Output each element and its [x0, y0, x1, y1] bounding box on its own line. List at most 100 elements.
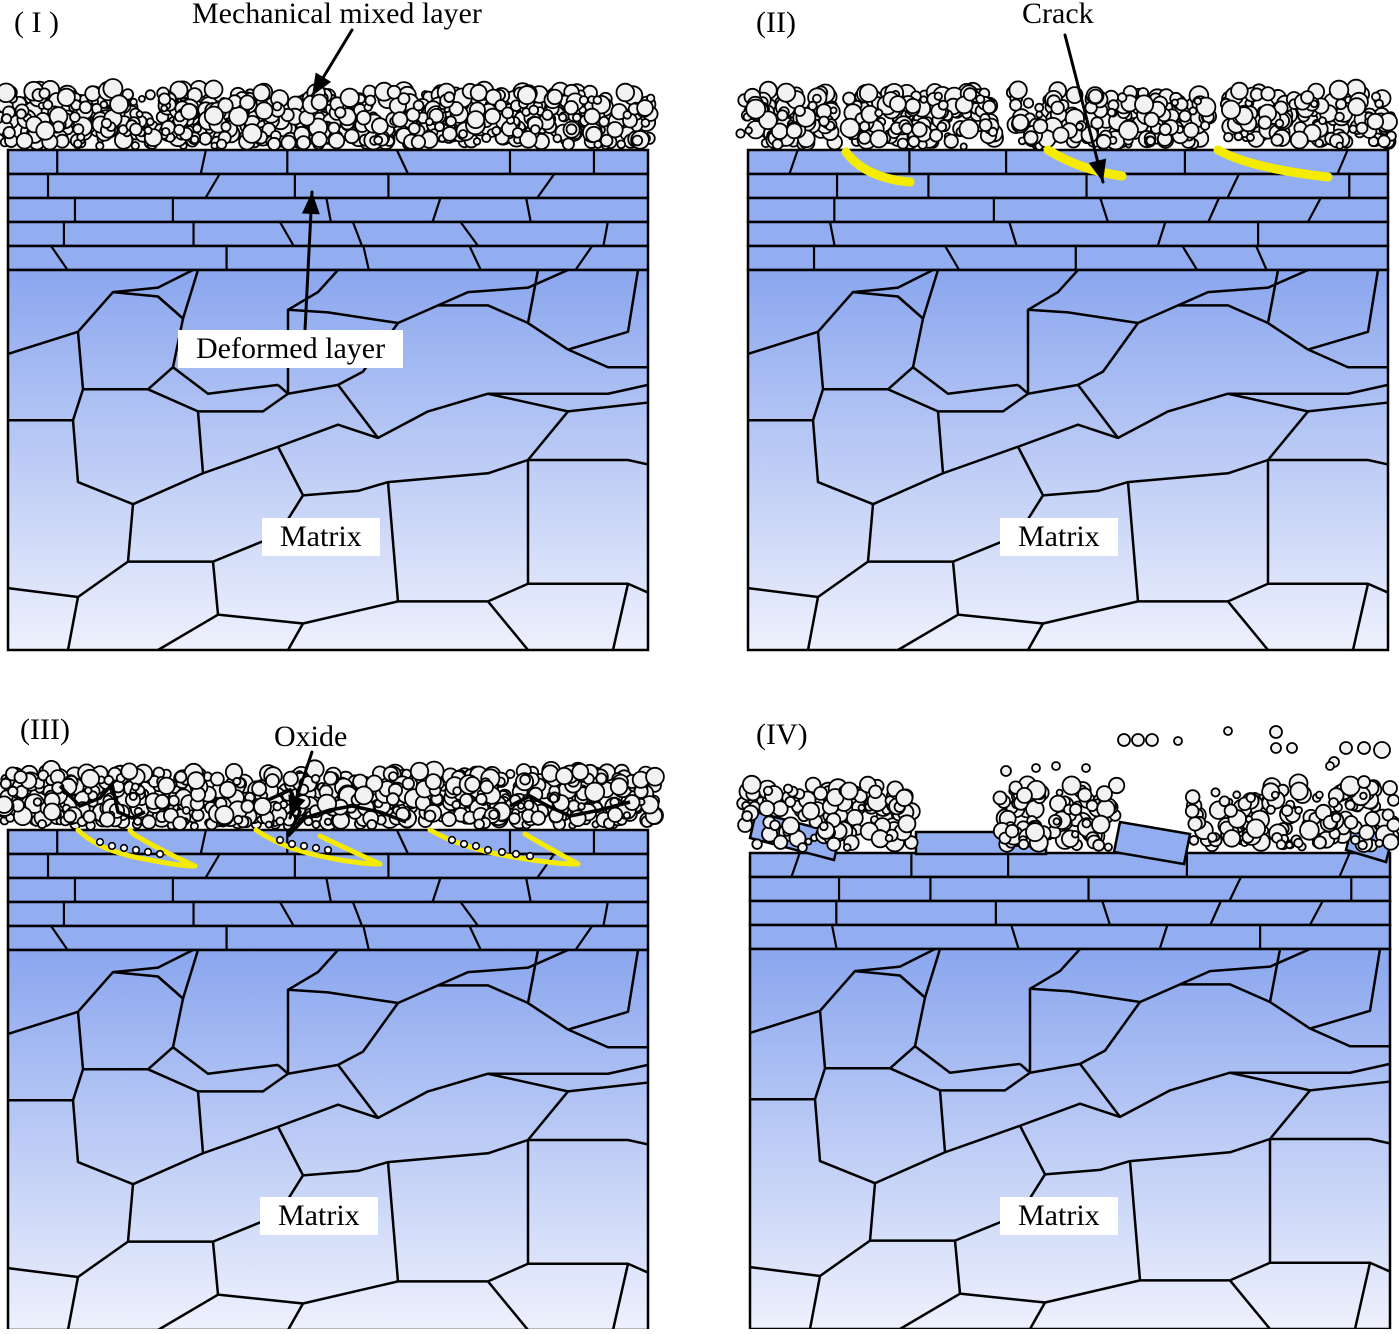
layer-joint [1101, 899, 1112, 927]
arrow-head [312, 72, 332, 96]
deformed-strip [748, 875, 1392, 903]
ejected-particle [1270, 742, 1282, 754]
particle [1158, 122, 1172, 136]
particle [869, 129, 889, 149]
oxide-particle [511, 849, 521, 859]
particle [464, 776, 481, 793]
particle [857, 803, 866, 812]
particle [1085, 799, 1099, 812]
particle [1017, 838, 1030, 851]
grain-boundary [1017, 383, 1389, 448]
particle [1090, 116, 1104, 130]
layer-joint [1336, 148, 1349, 176]
particle [959, 142, 968, 151]
wear-debris-block [1112, 820, 1192, 866]
particle [992, 790, 1008, 806]
grain-boundary [951, 561, 1269, 625]
particle [385, 792, 400, 807]
particle [1265, 804, 1276, 815]
particle [72, 123, 85, 136]
oxide-particle [497, 847, 507, 857]
layer-joint [395, 148, 410, 176]
particle [1034, 102, 1045, 113]
oxide-particle [131, 845, 141, 855]
particle [1052, 126, 1070, 144]
particle [1011, 113, 1030, 132]
ejected-particles [1000, 725, 1398, 796]
ejected-particle [1339, 741, 1353, 755]
particle [42, 802, 62, 822]
layer-joint [1226, 172, 1241, 200]
grain-boundary [66, 1276, 80, 1331]
oxide-particle [459, 839, 469, 849]
particle [424, 117, 434, 127]
particle [157, 776, 176, 795]
grain-boundary [277, 383, 649, 448]
particle [585, 125, 603, 144]
particle [1230, 81, 1249, 101]
particle [1293, 837, 1304, 849]
particle [904, 97, 922, 115]
particle [109, 94, 129, 115]
grain-boundary [286, 949, 339, 1074]
layer-joint [459, 900, 480, 928]
layer-joint [525, 196, 532, 224]
particle [42, 99, 54, 111]
particle [95, 141, 105, 151]
particle [552, 133, 563, 144]
particle [1218, 795, 1231, 808]
particle [622, 110, 632, 120]
particle [386, 84, 402, 100]
ejected-particle [1357, 741, 1371, 755]
fracture-trail [58, 780, 146, 820]
particle [239, 94, 256, 111]
particle [606, 121, 624, 139]
particle [583, 107, 601, 126]
panel-3-matrix-label: Matrix [260, 1197, 378, 1235]
particle [1344, 799, 1356, 811]
particle [1294, 805, 1303, 815]
layer-joint [459, 220, 480, 248]
grain-boundary [1307, 269, 1380, 351]
arrow-head [1088, 158, 1107, 182]
layer-joint [1158, 923, 1169, 951]
particle [943, 133, 959, 149]
particle [599, 133, 614, 148]
grain-boundary [1268, 458, 1389, 466]
particle [1359, 791, 1368, 801]
particle [173, 123, 186, 136]
particle [975, 94, 986, 104]
particle [523, 799, 535, 811]
grain-boundary [437, 268, 569, 307]
particle [1245, 132, 1255, 142]
ejected-particle [1051, 761, 1061, 771]
particle [1050, 100, 1065, 116]
particle [982, 99, 997, 115]
particle [135, 110, 144, 119]
oxide-particle [311, 843, 321, 853]
layer-joint [204, 852, 221, 880]
particle [519, 130, 538, 149]
ejected-particle [1031, 763, 1041, 773]
particle [741, 810, 753, 822]
grain-boundary [276, 1126, 529, 1177]
particle [472, 137, 482, 146]
oxide-particle [447, 835, 457, 845]
particle [1077, 787, 1093, 803]
particle [32, 797, 43, 807]
particle [1222, 829, 1242, 848]
particle [181, 806, 191, 815]
particle [776, 82, 797, 103]
particle [0, 777, 12, 790]
particle [1377, 134, 1391, 149]
particle [1233, 131, 1244, 142]
particle [884, 833, 894, 843]
grain-boundary [936, 411, 945, 474]
particle [253, 797, 272, 816]
grain-boundary [196, 411, 205, 474]
particle [1092, 838, 1106, 852]
grain-boundary [1270, 1137, 1391, 1145]
oxide-particle [471, 841, 481, 851]
particle [459, 792, 474, 808]
